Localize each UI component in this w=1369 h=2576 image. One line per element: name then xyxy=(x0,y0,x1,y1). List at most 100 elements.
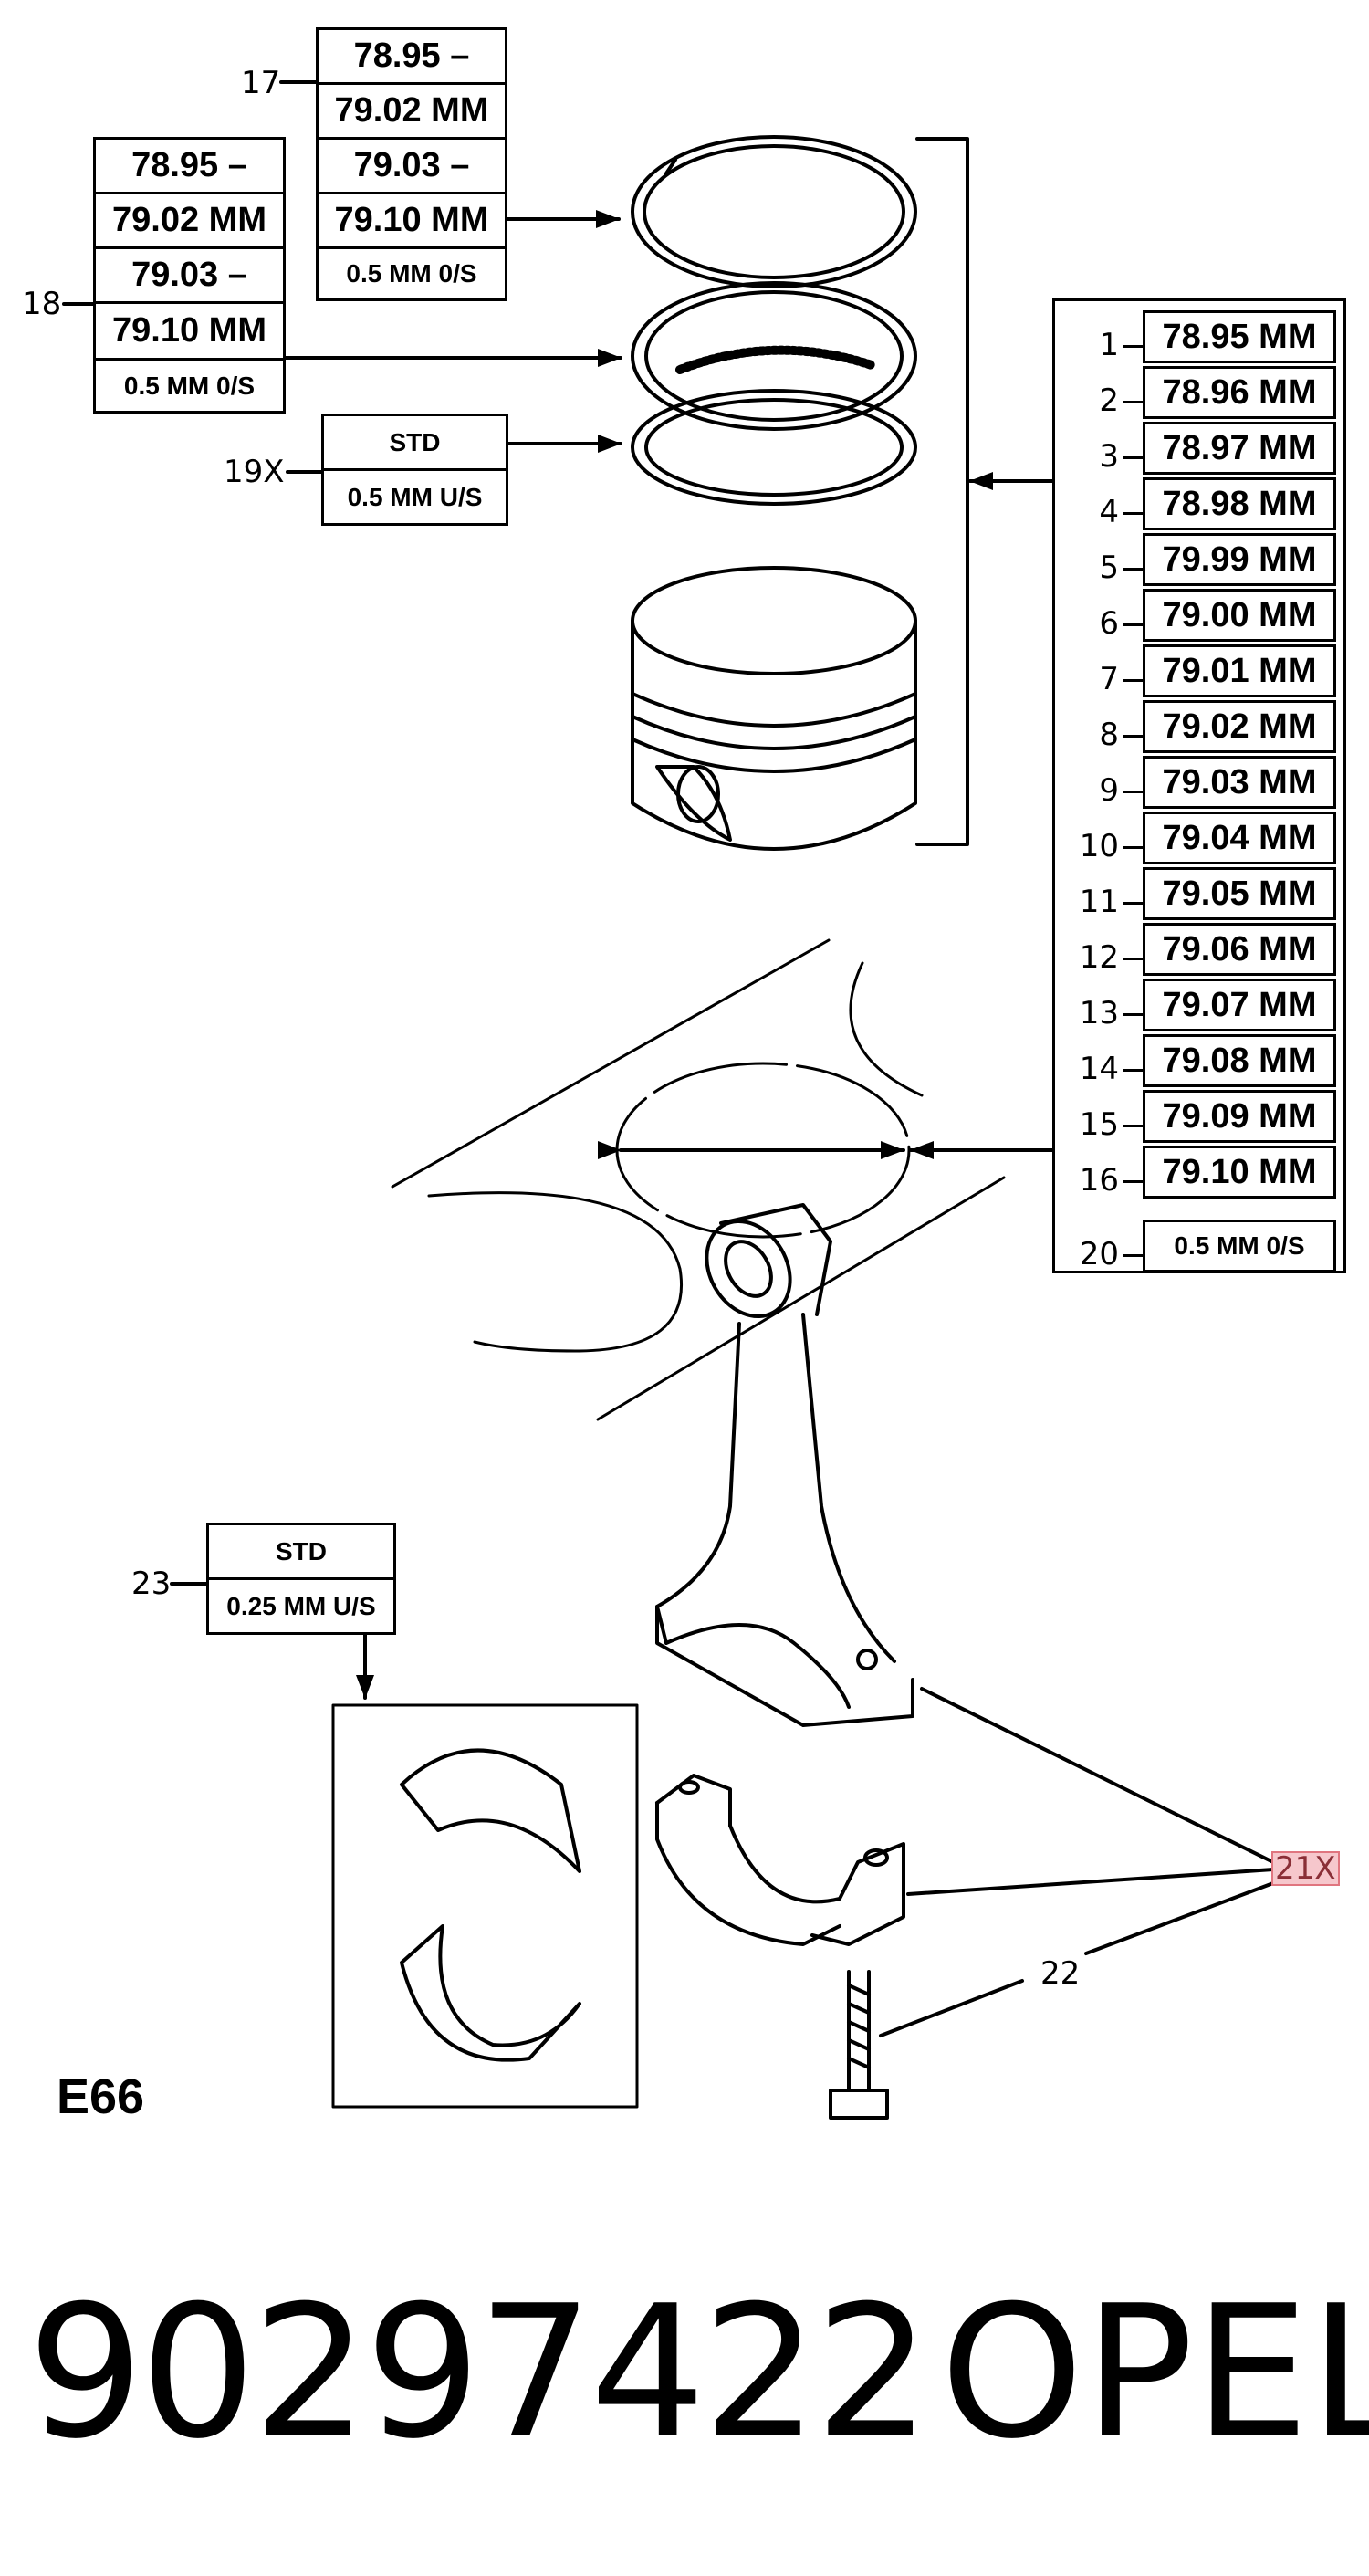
bearing-shell-upper xyxy=(400,1748,581,1873)
piston-size-number: 1 xyxy=(1099,327,1119,363)
piston-ring-oil xyxy=(631,281,917,431)
bearing-shell-frame xyxy=(331,1703,639,2109)
ring-table-18-row-3: 79.03 – xyxy=(96,249,283,304)
callout-21x: 21X xyxy=(1271,1850,1340,1887)
ring-table-17-row-3: 79.03 – xyxy=(319,140,505,194)
leader-21x-a xyxy=(920,1687,1275,1864)
piston-size-number: 5 xyxy=(1099,550,1119,586)
piston-size-row: 9 79.03 MM xyxy=(1055,756,1349,811)
piston-size-leader xyxy=(1123,623,1143,626)
piston-size-leader xyxy=(1123,846,1143,849)
ring-table-18-row-5: 0.5 MM 0/S xyxy=(123,371,256,400)
piston-size-number: 6 xyxy=(1099,605,1119,642)
piston-size-number: 13 xyxy=(1079,995,1119,1031)
piston-size-value: 79.99 MM xyxy=(1143,533,1336,586)
ring-table-18: 78.95 – 79.02 MM 79.03 – 79.10 MM 0.5 MM… xyxy=(93,137,286,414)
ring-table-18-row-2: 79.02 MM xyxy=(96,194,283,249)
ring-table-17-row-4: 79.10 MM xyxy=(319,194,505,249)
piston-size-value: 79.04 MM xyxy=(1143,812,1336,864)
piston-size-row: 12 79.06 MM xyxy=(1055,923,1349,978)
piston-size-row: 15 79.09 MM xyxy=(1055,1090,1349,1145)
piston-size-row: 5 79.99 MM xyxy=(1055,533,1349,588)
piston-size-leader xyxy=(1123,902,1143,905)
ring-table-17-row-5: 0.5 MM 0/S xyxy=(346,259,477,288)
piston-size-value: 79.03 MM xyxy=(1143,756,1336,809)
leader-22-a xyxy=(1084,1881,1275,1955)
piston-size-leader xyxy=(1123,1069,1143,1072)
callout-23: 23 xyxy=(131,1565,172,1602)
piston-size-number: 8 xyxy=(1099,717,1119,753)
callout-18: 18 xyxy=(22,286,62,322)
ring-table-19x-row-2: 0.5 MM U/S xyxy=(347,482,483,511)
piston-size-leader xyxy=(1123,958,1143,960)
ring-table-17-row-1: 78.95 – xyxy=(319,30,505,85)
piston-size-leader xyxy=(1123,1013,1143,1016)
part-number: 90297422 xyxy=(27,2267,931,2479)
piston-size-number: 12 xyxy=(1079,939,1119,976)
piston-size-leader xyxy=(1123,568,1143,571)
piston-size-number: 11 xyxy=(1079,884,1119,920)
piston-size-leader xyxy=(1123,1125,1143,1127)
piston-size-number: 15 xyxy=(1079,1106,1119,1143)
callout-19x: 19X xyxy=(224,454,285,490)
piston-size-leader xyxy=(1123,735,1143,738)
piston-size-leader xyxy=(1123,679,1143,682)
piston-size-value: 79.00 MM xyxy=(1143,589,1336,642)
ring-table-17: 78.95 – 79.02 MM 79.03 – 79.10 MM 0.5 MM… xyxy=(316,27,507,301)
piston-size-number: 7 xyxy=(1099,661,1119,697)
rod-cap xyxy=(655,1774,905,1946)
piston xyxy=(631,566,917,851)
piston-ring-top xyxy=(631,135,917,288)
bearing-table-23: STD 0.25 MM U/S xyxy=(206,1523,396,1635)
ring-table-18-row-4: 79.10 MM xyxy=(96,304,283,361)
brand-name: OPEL xyxy=(940,2267,1369,2479)
leader-21x-b xyxy=(906,1868,1275,1896)
piston-size-leader xyxy=(1123,456,1143,459)
connecting-rod xyxy=(655,1203,914,1727)
piston-size-number: 4 xyxy=(1099,494,1119,530)
engine-block xyxy=(391,938,1006,1421)
ring-table-18-row-1: 78.95 – xyxy=(96,140,283,194)
piston-size-value: 0.5 MM 0/S xyxy=(1143,1220,1336,1272)
piston-size-row: 6 79.00 MM xyxy=(1055,589,1349,644)
piston-size-row: 8 79.02 MM xyxy=(1055,700,1349,755)
piston-size-row: 20 0.5 MM 0/S xyxy=(1055,1220,1349,1274)
piston-size-row: 7 79.01 MM xyxy=(1055,644,1349,699)
bearing-shell-lower xyxy=(400,1924,581,2062)
piston-size-value: 79.02 MM xyxy=(1143,700,1336,753)
piston-size-value: 79.07 MM xyxy=(1143,979,1336,1031)
piston-size-value: 79.09 MM xyxy=(1143,1090,1336,1143)
piston-size-number: 14 xyxy=(1079,1051,1119,1087)
piston-size-leader xyxy=(1123,512,1143,515)
piston-size-row: 11 79.05 MM xyxy=(1055,867,1349,922)
callout-22: 22 xyxy=(1040,1955,1081,1992)
piston-size-value: 79.01 MM xyxy=(1143,644,1336,697)
figure-code: E66 xyxy=(57,2069,145,2124)
piston-size-value: 79.05 MM xyxy=(1143,867,1336,920)
ring-table-17-row-2: 79.02 MM xyxy=(319,85,505,140)
piston-size-number: 9 xyxy=(1099,772,1119,809)
piston-size-number: 3 xyxy=(1099,438,1119,475)
bearing-table-23-row-1: STD xyxy=(209,1525,393,1580)
piston-size-leader xyxy=(1123,1254,1143,1257)
piston-size-row: 13 79.07 MM xyxy=(1055,979,1349,1033)
piston-size-leader xyxy=(1123,791,1143,793)
piston-size-number: 10 xyxy=(1079,828,1119,864)
callout-17: 17 xyxy=(241,65,281,101)
piston-size-value: 79.06 MM xyxy=(1143,923,1336,976)
piston-bracket xyxy=(915,137,969,846)
ring-table-19x-row-1: STD xyxy=(324,416,506,471)
piston-size-row: 14 79.08 MM xyxy=(1055,1034,1349,1089)
cap-bolt xyxy=(829,1970,889,2120)
piston-size-number: 20 xyxy=(1079,1236,1119,1272)
piston-size-leader xyxy=(1123,401,1143,403)
piston-size-value: 78.98 MM xyxy=(1143,477,1336,530)
piston-ring-bottom xyxy=(631,389,917,506)
piston-size-value: 79.08 MM xyxy=(1143,1034,1336,1087)
